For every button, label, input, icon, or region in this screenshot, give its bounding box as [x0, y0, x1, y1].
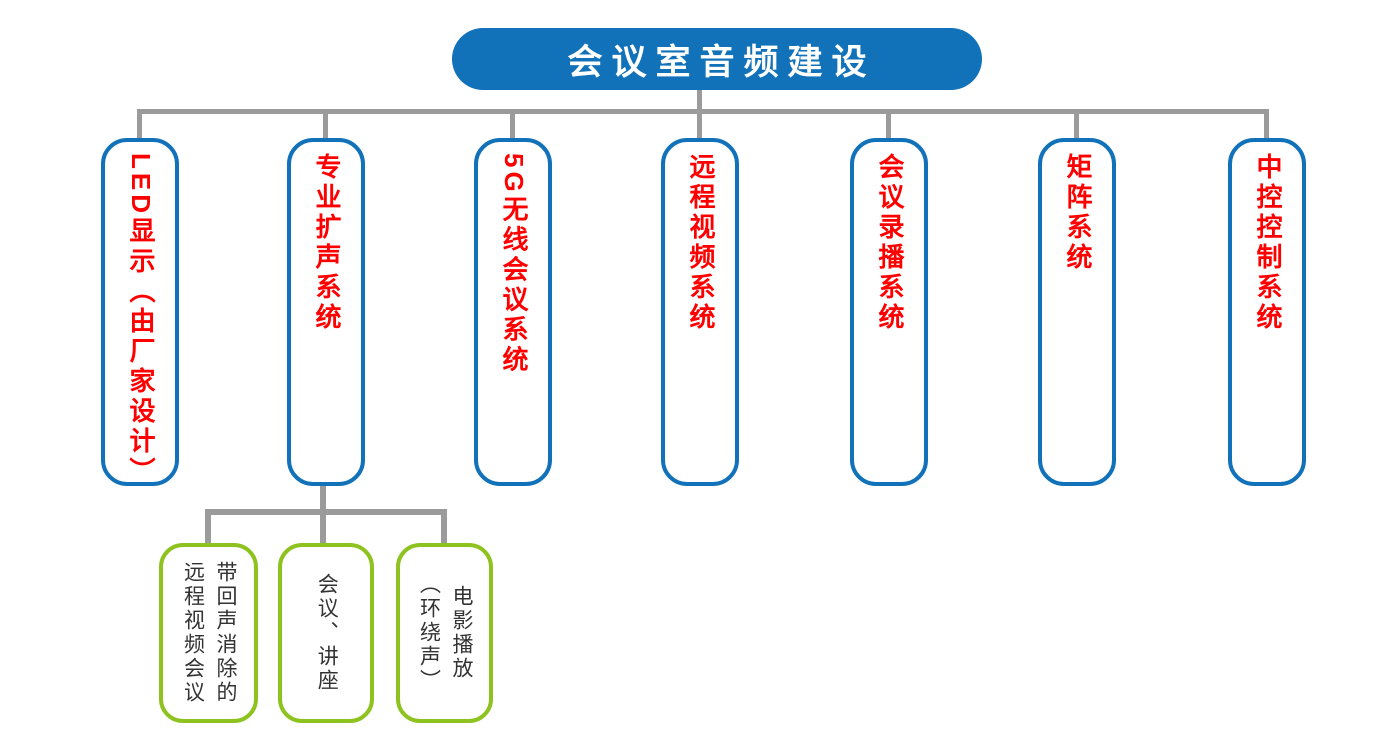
connector-drop-1 [137, 109, 142, 140]
connector-root-stub [697, 90, 702, 111]
leaf-meeting-lecture-label: 会议、讲座 [315, 573, 339, 693]
connector-subdrop-3 [441, 509, 447, 545]
connector-drop-5 [886, 109, 891, 140]
connector-drop-2 [323, 109, 328, 140]
connector-drop-3 [510, 109, 515, 140]
node-central-control-system: 中控控制系统 [1228, 138, 1306, 486]
leaf-echo-cancel-video-conference-label: 带回声消除的 远程视频会议 [181, 561, 238, 705]
node-matrix-system: 矩阵系统 [1038, 138, 1116, 486]
connector-level2-horizontal [205, 509, 447, 515]
root-node: 会议室音频建设 [452, 28, 982, 90]
connector-subdrop-1 [205, 509, 211, 545]
node-pro-sound-system: 专业扩声系统 [287, 138, 365, 486]
node-led-display-label: LED显示（由厂家设计） [125, 153, 156, 487]
leaf-movie-surround-sound-label: 电影播放 （环绕声） [417, 573, 474, 693]
leaf-meeting-lecture: 会议、讲座 [278, 543, 374, 723]
node-recording-system: 会议录播系统 [850, 138, 928, 486]
connector-subtree-stub [320, 486, 326, 545]
node-5g-wireless-conference: 5G无线会议系统 [474, 138, 552, 486]
node-5g-wireless-conference-label: 5G无线会议系统 [498, 153, 529, 376]
node-matrix-system-label: 矩阵系统 [1062, 153, 1093, 273]
connector-drop-7 [1264, 109, 1269, 140]
node-recording-system-label: 会议录播系统 [874, 153, 905, 333]
node-remote-video-system-label: 远程视频系统 [685, 153, 716, 333]
leaf-echo-cancel-video-conference: 带回声消除的 远程视频会议 [159, 543, 258, 723]
root-node-label: 会议室音频建设 [567, 42, 876, 82]
connector-drop-6 [1074, 109, 1079, 140]
leaf-movie-surround-sound: 电影播放 （环绕声） [396, 543, 493, 723]
node-led-display: LED显示（由厂家设计） [101, 138, 179, 487]
connector-level1-horizontal [137, 109, 1269, 114]
node-central-control-system-label: 中控控制系统 [1252, 153, 1283, 333]
node-remote-video-system: 远程视频系统 [661, 138, 739, 486]
connector-drop-4 [697, 109, 702, 140]
node-pro-sound-system-label: 专业扩声系统 [311, 153, 342, 333]
